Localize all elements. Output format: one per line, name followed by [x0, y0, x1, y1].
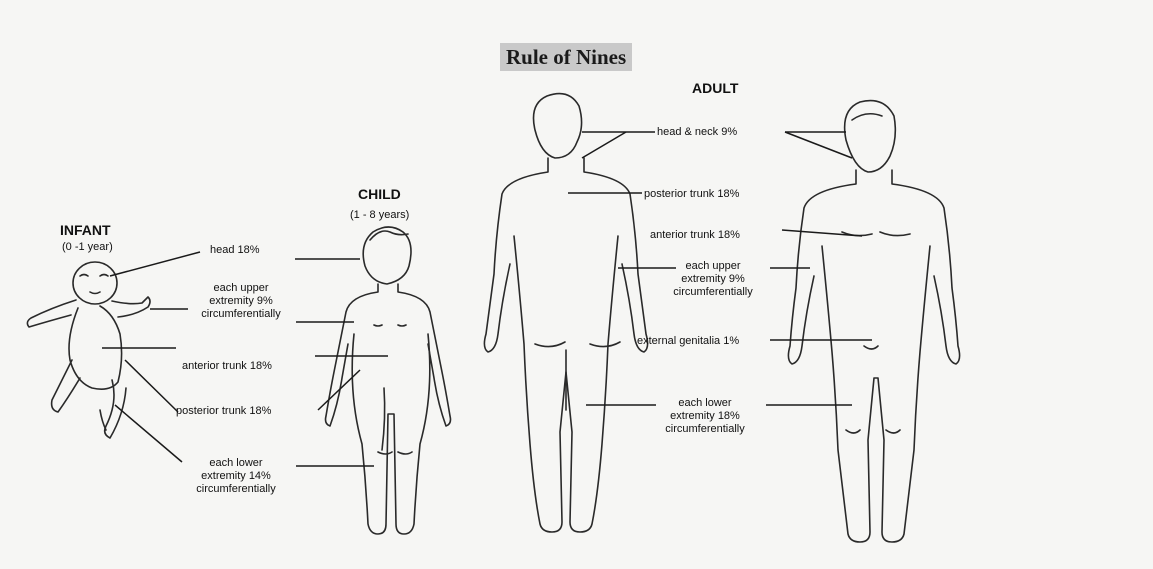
label-adult-head-neck: head & neck 9% — [657, 126, 737, 139]
label-line: circumferentially — [673, 286, 752, 298]
label-child-anterior-trunk: anterior trunk 18% — [182, 360, 272, 373]
label-adult-external-genitalia: external genitalia 1% — [637, 335, 739, 348]
infant-age-range: (0 -1 year) — [62, 241, 113, 254]
label-line: extremity 9% — [681, 273, 745, 285]
adult-heading: ADULT — [692, 80, 738, 96]
label-line: extremity 14% — [201, 470, 271, 482]
label-line: extremity 18% — [670, 410, 740, 422]
adult-back-figure — [484, 94, 647, 532]
adult-front-figure — [788, 101, 959, 542]
child-figure — [326, 227, 451, 534]
label-line: each upper — [685, 260, 740, 272]
label-child-lower-extremity: each lower extremity 14% circumferential… — [176, 457, 296, 496]
label-adult-lower-extremity: each lower extremity 18% circumferential… — [647, 397, 763, 436]
infant-heading: INFANT — [60, 222, 111, 238]
diagram-title: Rule of Nines — [500, 43, 632, 71]
infant-figure — [27, 262, 150, 438]
label-line: circumferentially — [201, 308, 280, 320]
child-age-range: (1 - 8 years) — [350, 209, 409, 222]
label-line: each upper — [213, 282, 268, 294]
label-child-head: head 18% — [210, 244, 260, 257]
label-line: extremity 9% — [209, 295, 273, 307]
label-line: circumferentially — [196, 483, 275, 495]
label-line: circumferentially — [665, 423, 744, 435]
label-adult-posterior-trunk: posterior trunk 18% — [644, 188, 739, 201]
label-adult-anterior-trunk: anterior trunk 18% — [650, 229, 740, 242]
label-line: each lower — [209, 457, 262, 469]
label-line: each lower — [678, 397, 731, 409]
label-adult-upper-extremity: each upper extremity 9% circumferentiall… — [657, 260, 769, 299]
label-child-upper-extremity: each upper extremity 9% circumferentiall… — [186, 282, 296, 321]
child-heading: CHILD — [358, 186, 401, 202]
label-child-posterior-trunk: posterior trunk 18% — [176, 405, 271, 418]
